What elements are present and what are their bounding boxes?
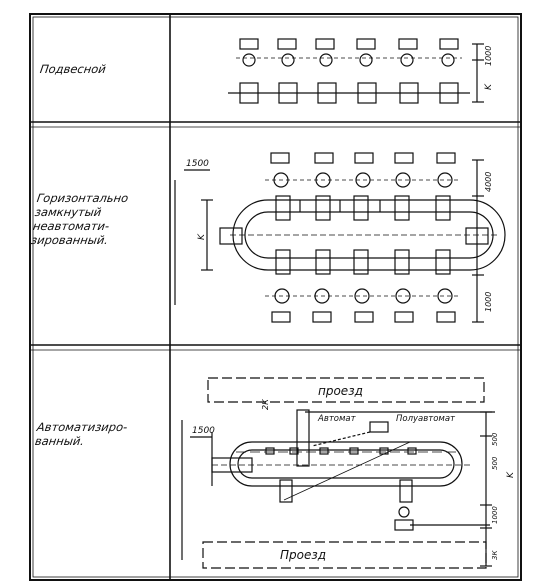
semi-automat-label: Полуавтомат — [396, 414, 456, 424]
automated-scheme — [181, 377, 495, 569]
label-line: Автоматизиро- — [36, 420, 129, 434]
dim-1000-row3: 1000 — [491, 506, 499, 524]
label-line: Подвесной — [39, 62, 107, 76]
dim-4000-row2: 4000 — [484, 172, 493, 192]
label-line: ванный. — [34, 434, 86, 448]
dim-1000-row1: 1000 — [484, 46, 493, 66]
dim-k-row1: K — [484, 83, 494, 90]
suspended-scheme — [228, 38, 484, 104]
row-label-automated: Автоматизиро- ванный. — [34, 420, 128, 448]
dim-500-a: 500 — [491, 432, 499, 446]
dim-500-b: 500 — [491, 456, 499, 470]
row-label-horizontal-closed: Горизонтально замкнутый неавтомати- зиро… — [30, 191, 129, 247]
dim-3k-row3: 3К — [491, 550, 499, 560]
horizontal-closed-scheme — [174, 152, 506, 323]
label-line: зированный. — [30, 233, 110, 247]
row-label-suspended: Подвесной — [39, 62, 107, 76]
passage-bottom-label: Проезд — [280, 548, 326, 562]
table-border — [29, 13, 522, 581]
dim-1500-row3: 1500 — [192, 426, 215, 436]
dim-k-row3: K — [506, 471, 516, 478]
automat-label: Автомат — [317, 414, 357, 424]
dim-1500-row2: 1500 — [186, 159, 209, 169]
dim-2k-row3: 2К — [261, 399, 270, 410]
label-line: Горизонтально — [35, 191, 130, 205]
passage-top-label: проезд — [318, 384, 363, 398]
dim-k-row2: K — [197, 233, 207, 240]
dim-1000-row2: 1000 — [484, 292, 493, 312]
label-line: замкнутый — [34, 205, 103, 219]
label-line: неавтомати- — [32, 219, 111, 233]
